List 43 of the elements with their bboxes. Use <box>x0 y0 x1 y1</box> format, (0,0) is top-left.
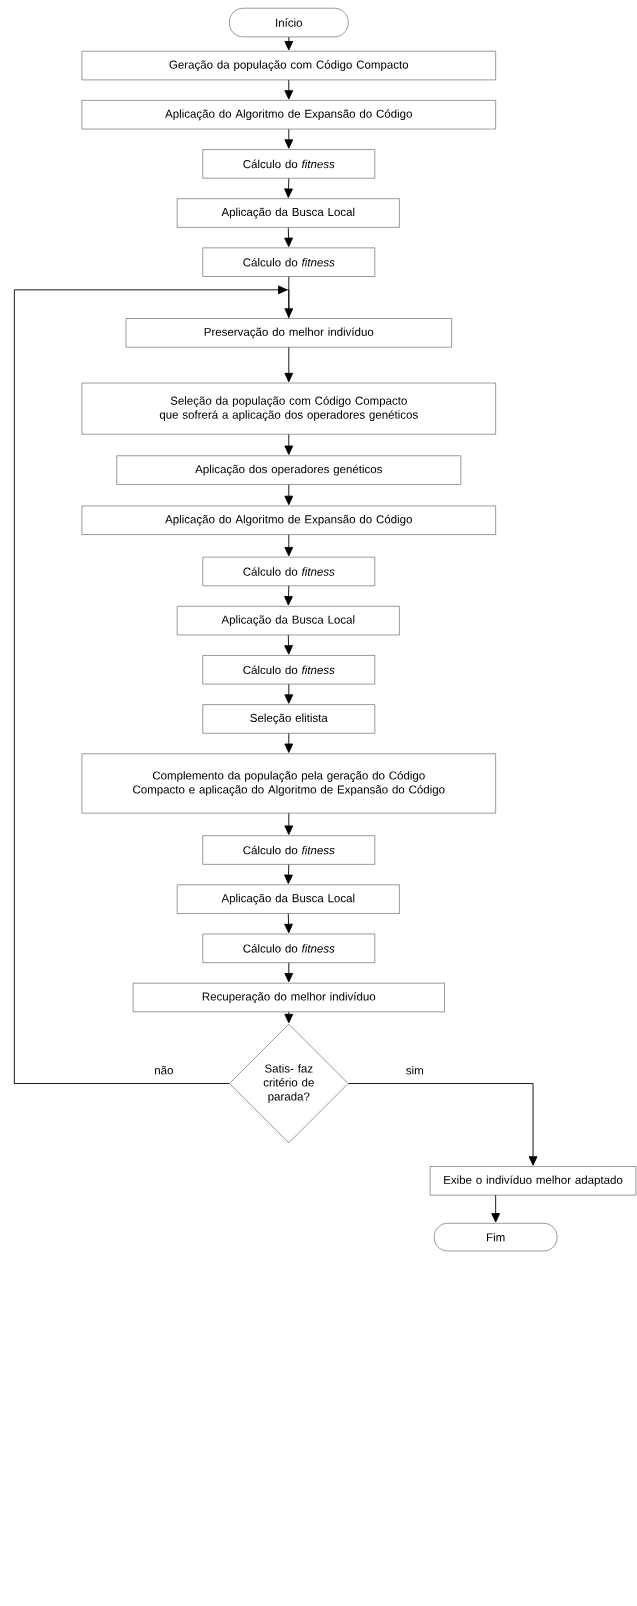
arrow <box>347 1083 538 1166</box>
edge-label: não <box>153 1065 175 1076</box>
arrow <box>284 79 294 100</box>
process-box: Recuperação do melhor indivíduo <box>132 982 445 1013</box>
arrow <box>284 484 294 506</box>
arrow <box>284 733 294 753</box>
process-box: Exibe o indivíduo melhor adaptado <box>429 1166 637 1196</box>
process-box: Geração da população com Código Compacto <box>81 51 496 81</box>
process-box: Complemento da população pela geração do Código Compacto e aplicação do Algoritmo de Expansão do Código <box>81 753 496 814</box>
arrow <box>284 683 294 704</box>
process-box: Cálculo do fitness <box>202 556 375 586</box>
arrow <box>491 1194 501 1223</box>
arrow <box>284 346 294 383</box>
process-box: Cálculo do fitness <box>202 655 375 685</box>
process-box: Aplicação da Busca Local <box>176 198 400 228</box>
process-box: Preservação do melhor indivíduo <box>125 318 452 348</box>
process-box: Cálculo do fitness <box>202 835 375 865</box>
process-box: Cálculo do fitness <box>202 247 375 277</box>
process-box: Seleção elitista <box>202 704 375 734</box>
process-box: Aplicação da Busca Local <box>176 606 400 636</box>
arrow <box>284 812 294 835</box>
arrow <box>13 285 290 1084</box>
arrow <box>284 534 294 557</box>
process-box: Aplicação dos operadores genéticos <box>116 455 462 485</box>
arrow <box>284 227 293 247</box>
arrow <box>284 128 294 149</box>
edge-label: sim <box>404 1065 425 1076</box>
arrow <box>284 177 293 198</box>
arrow <box>284 434 294 455</box>
process-box: Cálculo do fitness <box>202 933 375 963</box>
process-box: Seleção da população com Código Compacto que sofrerá a aplicação dos operadores genéticos <box>81 382 496 435</box>
arrow <box>284 1011 294 1024</box>
arrow <box>284 634 293 655</box>
arrow <box>284 36 294 51</box>
process-box: Aplicação da Busca Local <box>176 884 400 914</box>
arrow <box>284 913 293 934</box>
process-box: Cálculo do fitness <box>202 149 375 179</box>
arrow <box>284 864 293 884</box>
arrow <box>284 962 294 983</box>
arrow <box>284 276 294 318</box>
arrow <box>284 585 293 606</box>
process-box: Aplicação do Algoritmo de Expansão do Código <box>81 100 496 130</box>
process-box: Aplicação do Algoritmo de Expansão do Código <box>81 505 496 535</box>
